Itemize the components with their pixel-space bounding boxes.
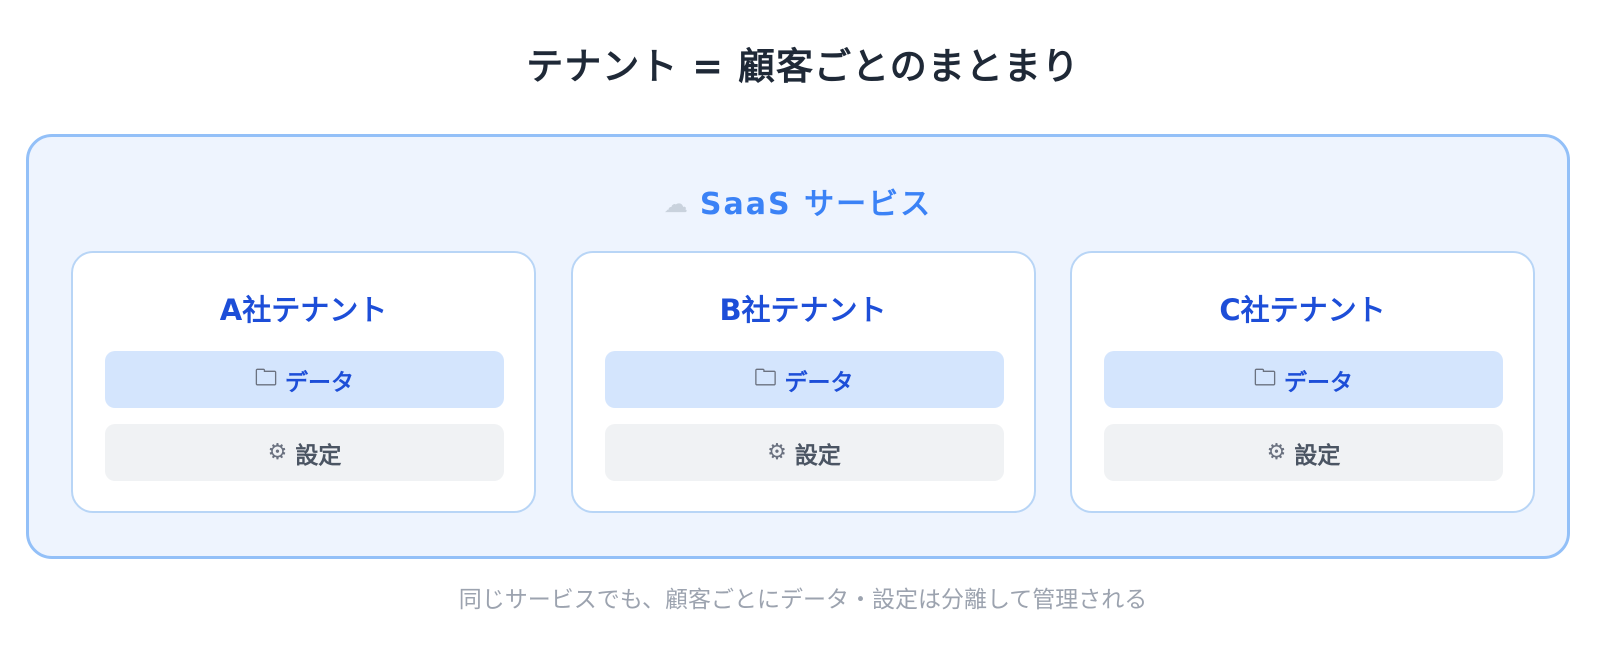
tenant-name: C社テナント	[1219, 293, 1386, 327]
tenant-data-box: 🗀 データ	[105, 351, 504, 408]
service-label: SaaS サービス	[699, 187, 933, 222]
cloud-icon: ☁	[663, 190, 690, 218]
page-title: テナント = 顧客ごとのまとまり	[526, 45, 1080, 88]
saas-service-container: ☁ SaaS サービス A社テナント 🗀 データ ⚙ 設定 B社テナント 🗀 データ ⚙…	[26, 134, 1570, 559]
settings-label: 設定	[794, 442, 841, 469]
data-label: データ	[285, 369, 354, 396]
data-label: データ	[784, 369, 854, 396]
folder-icon: 🗀	[254, 365, 277, 391]
tenant-name: A社テナント	[219, 293, 388, 327]
gear-icon: ⚙	[767, 440, 787, 465]
service-header: ☁ SaaS サービス	[29, 179, 1567, 223]
folder-icon: 🗀	[754, 365, 777, 391]
gear-icon: ⚙	[267, 440, 288, 465]
settings-label: 設定	[295, 442, 342, 469]
tenant-list: A社テナント 🗀 データ ⚙ 設定 B社テナント 🗀 データ ⚙ 設定 C社テナント	[71, 251, 1535, 513]
tenant-card-b: B社テナント 🗀 データ ⚙ 設定	[570, 251, 1036, 513]
tenant-name: B社テナント	[719, 293, 887, 327]
gear-icon: ⚙	[1266, 440, 1287, 465]
tenant-card-a: A社テナント 🗀 データ ⚙ 設定	[71, 251, 536, 513]
tenant-settings-box: ⚙ 設定	[604, 424, 1004, 481]
data-label: データ	[1284, 369, 1353, 396]
tenant-settings-box: ⚙ 設定	[1104, 424, 1503, 481]
tenant-data-box: 🗀 データ	[604, 351, 1004, 408]
settings-label: 設定	[1294, 442, 1341, 469]
folder-icon: 🗀	[1253, 365, 1276, 391]
tenant-card-c: C社テナント 🗀 データ ⚙ 設定	[1070, 251, 1535, 513]
caption: 同じサービスでも、顧客ごとにデータ・設定は分離して管理される	[458, 587, 1148, 613]
tenant-settings-box: ⚙ 設定	[105, 424, 504, 481]
tenant-data-box: 🗀 データ	[1104, 351, 1503, 408]
